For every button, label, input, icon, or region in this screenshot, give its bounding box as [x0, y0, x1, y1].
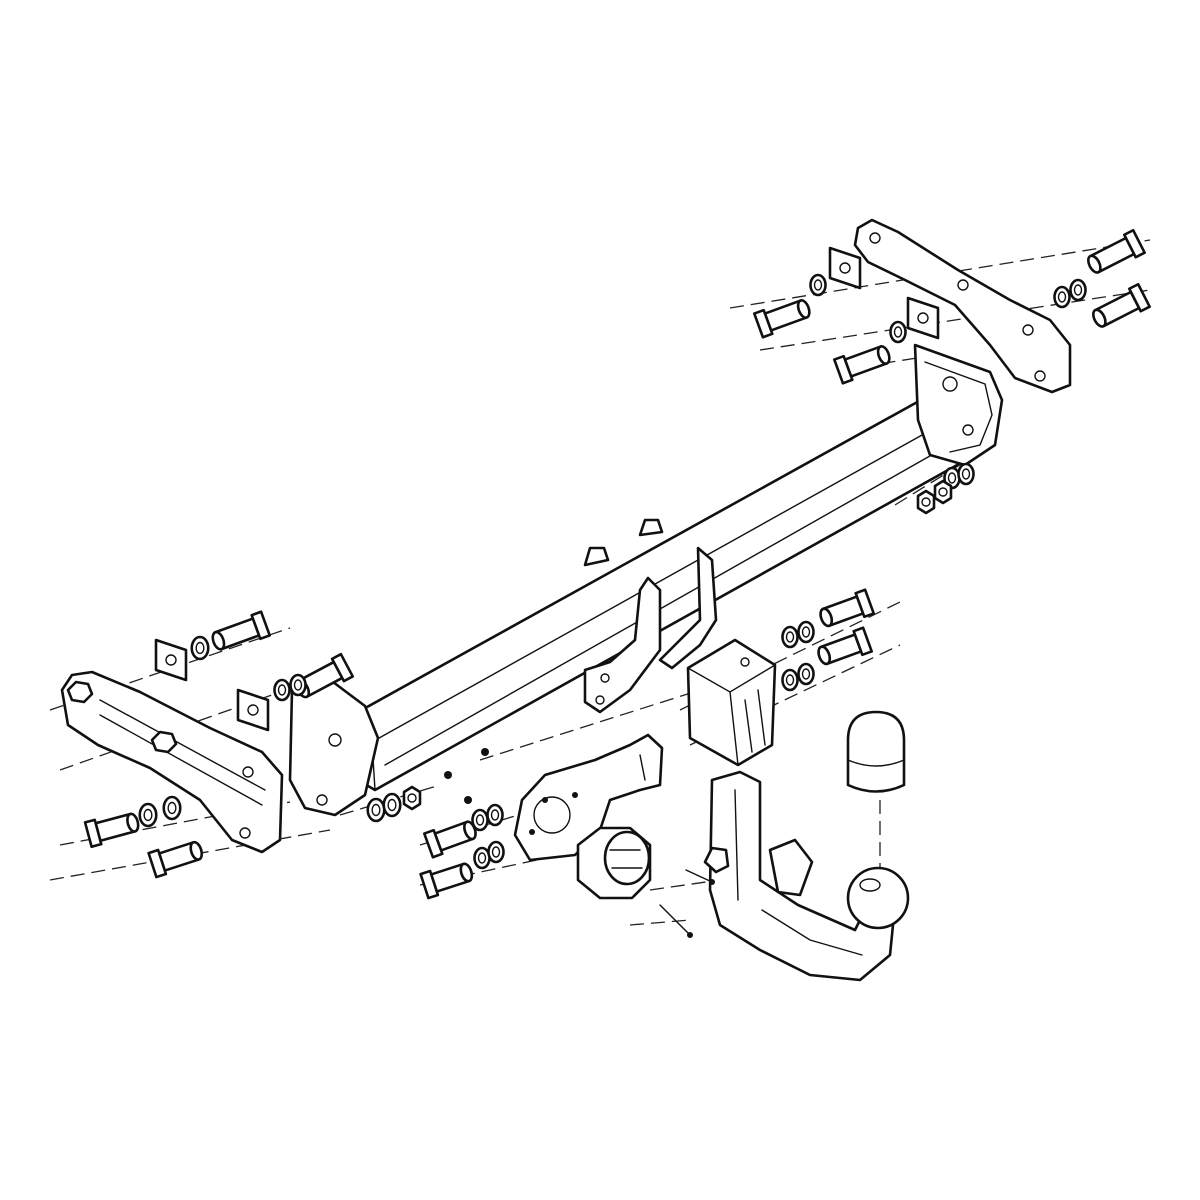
washer [1069, 278, 1087, 302]
washer [809, 273, 827, 297]
center-hanger-brackets [583, 546, 718, 714]
bolt [422, 820, 477, 859]
washer [289, 673, 307, 697]
bolt [83, 812, 140, 849]
square-plate [906, 296, 940, 340]
neck-mounting-block [686, 638, 777, 767]
socket-mounting-plate [513, 733, 664, 862]
right-side-bracket [853, 218, 1072, 394]
washer [273, 678, 291, 702]
beam-end-plate-right [913, 343, 1004, 467]
bolt [147, 840, 204, 879]
washer [781, 625, 799, 649]
hex-nut [933, 479, 953, 505]
bolt [832, 345, 891, 385]
washer [781, 668, 799, 692]
ball-cover-cap [846, 710, 906, 793]
square-plate [828, 246, 862, 290]
bolt [1087, 228, 1146, 274]
washer [162, 795, 182, 821]
square-spacer-plates [154, 246, 940, 732]
washer [889, 320, 907, 344]
bolt [817, 626, 874, 666]
mounting-bolts [83, 228, 1151, 900]
electrical-socket [576, 826, 652, 900]
washer [487, 840, 505, 864]
socket-screws [444, 748, 715, 938]
washer [382, 792, 402, 818]
washer [471, 808, 489, 832]
bolt [211, 610, 272, 651]
washer [190, 635, 210, 661]
washer [797, 620, 815, 644]
washer [138, 802, 158, 828]
washer [957, 462, 975, 486]
left-side-bracket [60, 670, 284, 854]
tow-ball-neck [703, 770, 897, 982]
tow-ball [846, 866, 910, 930]
square-plate [154, 638, 188, 682]
bolt [752, 299, 811, 339]
bolt [1092, 282, 1151, 328]
square-plate [236, 688, 270, 732]
hex-nut [916, 489, 936, 515]
washer [486, 803, 504, 827]
beam-end-plate-left [288, 674, 380, 817]
washer [797, 662, 815, 686]
washers-and-nuts [138, 273, 1087, 870]
bolt [819, 588, 876, 628]
hex-nut [402, 785, 422, 811]
washer [1053, 285, 1071, 309]
bolt [419, 862, 474, 900]
washer [366, 797, 386, 823]
